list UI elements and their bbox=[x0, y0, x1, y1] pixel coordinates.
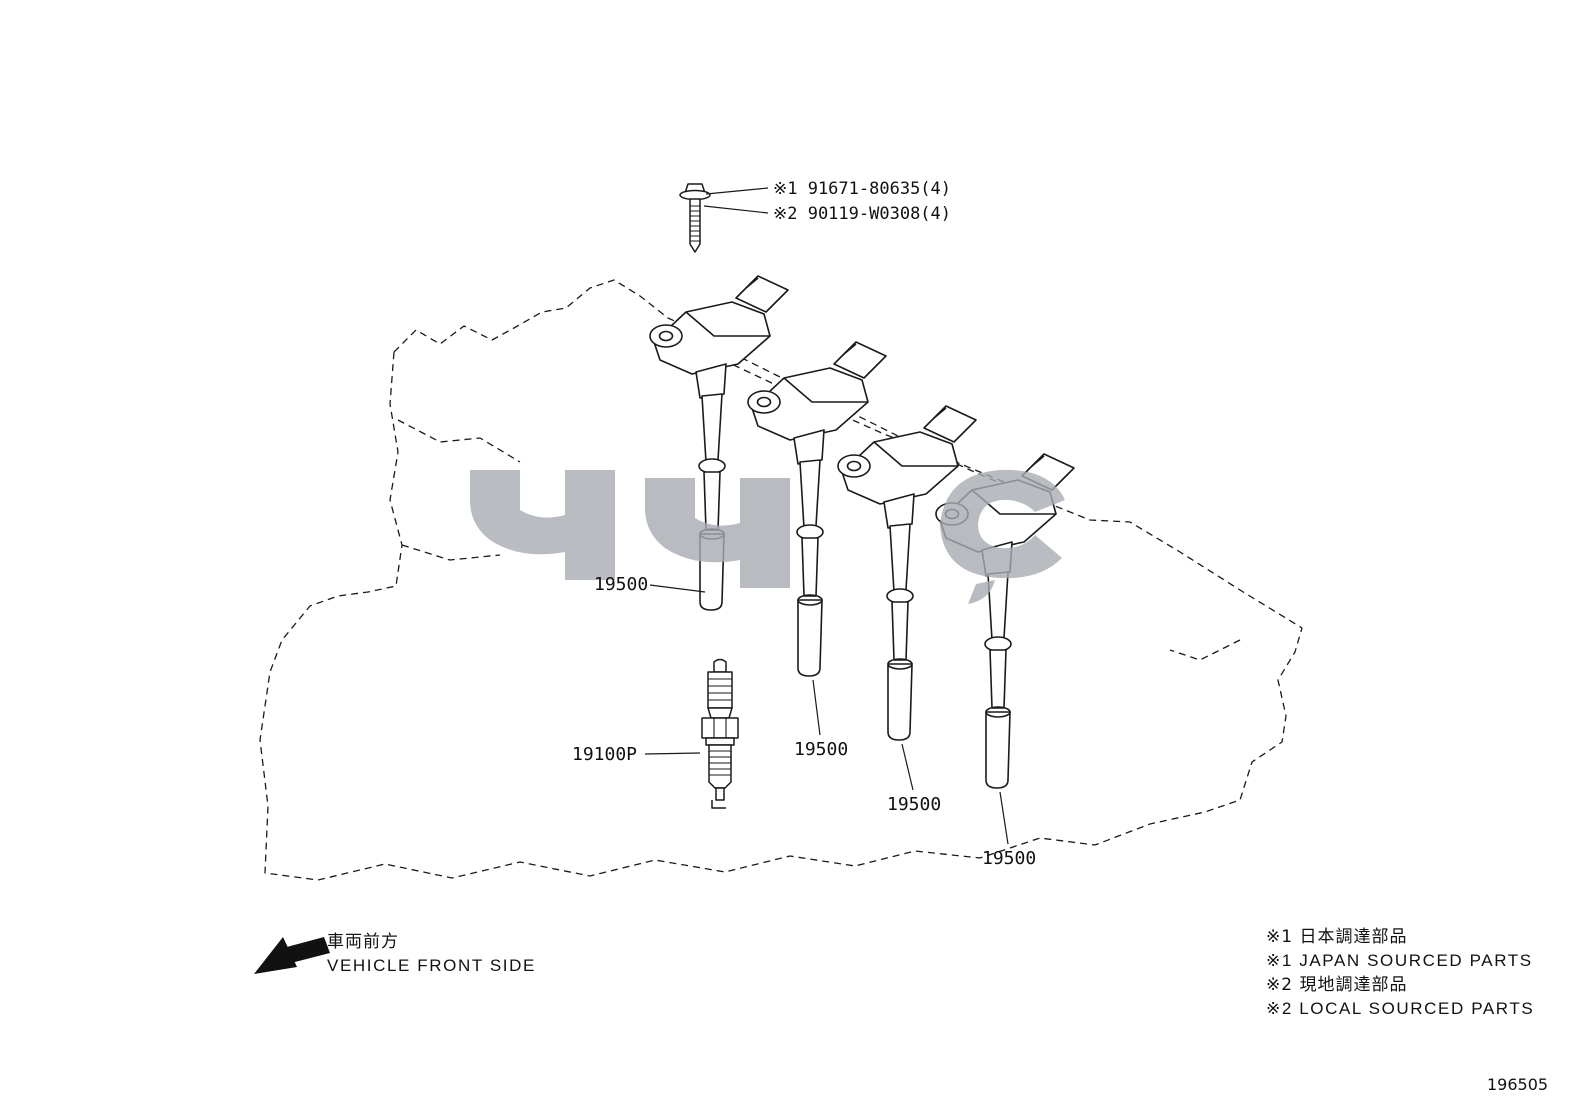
vehicle-front-label-en: VEHICLE FRONT SIDE bbox=[327, 956, 536, 975]
page-number: 196505 bbox=[1487, 1075, 1548, 1094]
bolt-callout-1: ※1 91671-80635(4) bbox=[773, 179, 951, 199]
note-japan-sourced-jp: ※1 日本調達部品 bbox=[1266, 927, 1407, 947]
coil-callout-4: 19500 bbox=[982, 848, 1036, 869]
coil-callout-2: 19500 bbox=[794, 739, 848, 760]
leader-lines bbox=[644, 187, 1009, 845]
watermark bbox=[470, 469, 1065, 604]
spark-plug-callout: 19100P bbox=[572, 744, 637, 765]
spark-plug bbox=[701, 658, 739, 809]
bolt-callout-2: ※2 90119-W0308(4) bbox=[773, 204, 951, 224]
coil-callout-3: 19500 bbox=[887, 794, 941, 815]
note-local-sourced-jp: ※2 現地調達部品 bbox=[1266, 975, 1407, 995]
note-japan-sourced-en: ※1 JAPAN SOURCED PARTS bbox=[1266, 951, 1533, 970]
mounting-bolt bbox=[679, 183, 711, 253]
vehicle-front-label-jp: 車両前方 bbox=[327, 932, 399, 952]
vehicle-front-arrow-icon bbox=[254, 937, 330, 974]
coil-callout-1: 19500 bbox=[594, 574, 648, 595]
note-local-sourced-en: ※2 LOCAL SOURCED PARTS bbox=[1266, 999, 1534, 1018]
ignition-coil-3 bbox=[837, 405, 977, 741]
